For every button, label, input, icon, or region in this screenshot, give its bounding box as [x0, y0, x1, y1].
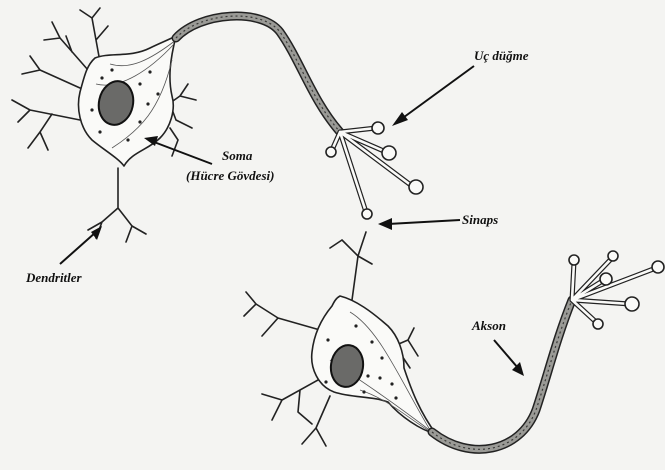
label-dendrites: Dendritler	[25, 270, 83, 285]
neuron-top	[12, 8, 423, 242]
neuron-bottom	[244, 232, 664, 449]
arrow-terminal-button	[400, 66, 474, 120]
label-axon: Akson	[471, 318, 506, 333]
arrow-dendrites	[60, 232, 96, 264]
neuron-top-axon-terminals	[326, 122, 423, 219]
label-soma: Soma	[222, 148, 253, 163]
neuron-top-axon	[176, 16, 340, 132]
label-soma-subtitle: (Hücre Gövdesi)	[186, 168, 274, 183]
label-synapse: Sinaps	[462, 212, 498, 227]
arrow-soma	[154, 142, 212, 164]
arrow-synapse	[388, 220, 460, 224]
neuron-bottom-axon-terminals	[569, 251, 664, 329]
label-terminal-button: Uç düğme	[474, 48, 529, 63]
arrow-axon	[494, 340, 518, 368]
